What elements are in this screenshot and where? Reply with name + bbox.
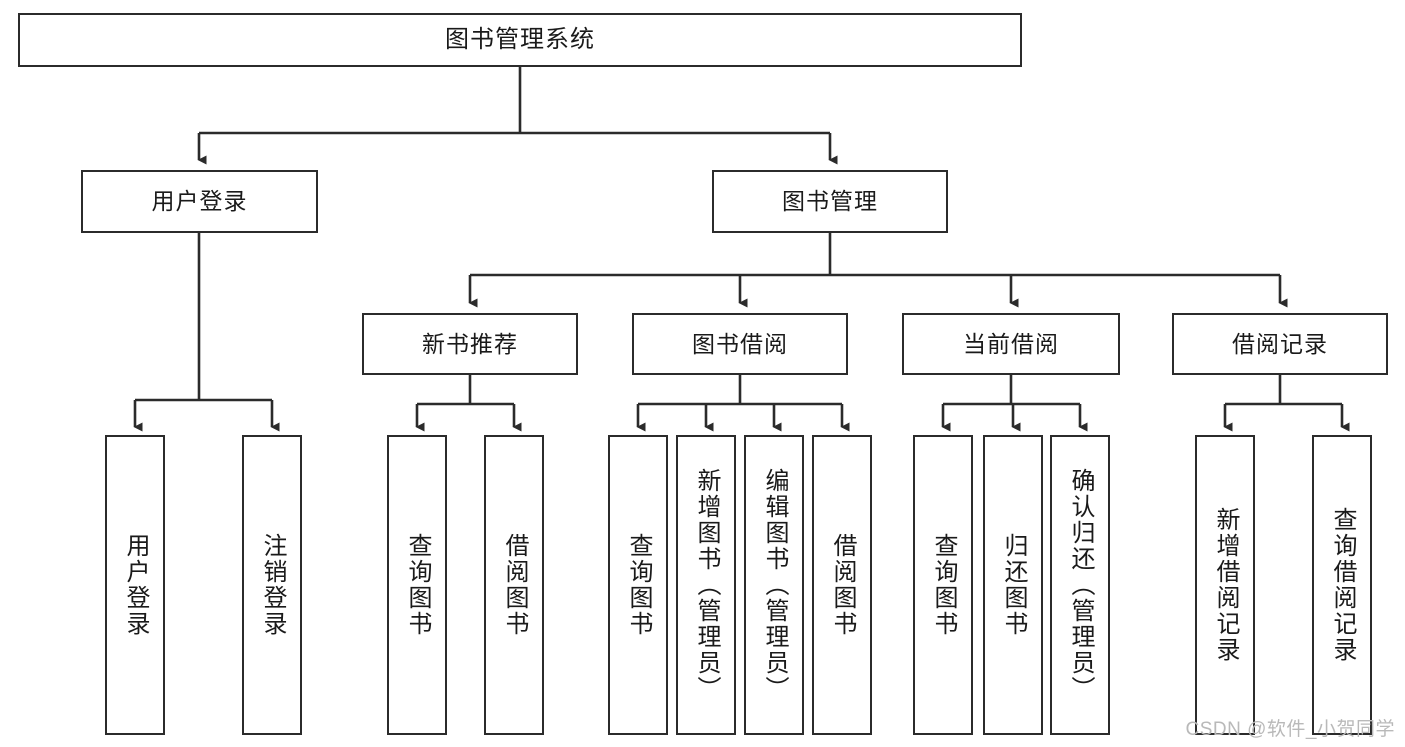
leaf-current-borrow-confirm-return-admin[interactable]: 确认归还（管理员） xyxy=(1050,435,1110,735)
node-label: 新增图书（管理员） xyxy=(693,468,720,702)
node-root-book-management-system[interactable]: 图书管理系统 xyxy=(18,13,1022,67)
node-label: 新增借阅记录 xyxy=(1212,507,1239,663)
node-label: 图书管理 xyxy=(782,188,878,215)
node-current-borrow[interactable]: 当前借阅 xyxy=(902,313,1120,375)
leaf-book-borrow-edit-book-admin[interactable]: 编辑图书（管理员） xyxy=(744,435,804,735)
node-book-borrow[interactable]: 图书借阅 xyxy=(632,313,848,375)
node-label: 查询借阅记录 xyxy=(1329,507,1356,663)
node-label: 用户登录 xyxy=(122,533,149,637)
leaf-current-borrow-return-book[interactable]: 归还图书 xyxy=(983,435,1043,735)
node-label: 新书推荐 xyxy=(422,330,518,357)
node-label: 借阅图书 xyxy=(501,533,528,637)
leaf-user-login-login[interactable]: 用户登录 xyxy=(105,435,165,735)
csdn-watermark: CSDN @软件_小贺同学 xyxy=(1185,719,1395,740)
node-new-book-recommend[interactable]: 新书推荐 xyxy=(362,313,578,375)
node-label: 图书借阅 xyxy=(692,330,788,357)
node-label: 用户登录 xyxy=(151,188,248,215)
leaf-borrow-record-add-record[interactable]: 新增借阅记录 xyxy=(1195,435,1255,735)
node-book-management[interactable]: 图书管理 xyxy=(712,170,948,233)
node-label: 编辑图书（管理员） xyxy=(761,468,788,702)
leaf-new-book-borrow-book[interactable]: 借阅图书 xyxy=(484,435,544,735)
leaf-book-borrow-borrow-book[interactable]: 借阅图书 xyxy=(812,435,872,735)
leaf-book-borrow-query-book[interactable]: 查询图书 xyxy=(608,435,668,735)
node-borrow-record[interactable]: 借阅记录 xyxy=(1172,313,1388,375)
node-user-login[interactable]: 用户登录 xyxy=(81,170,318,233)
node-label: 归还图书 xyxy=(1000,533,1027,637)
node-label: 借阅记录 xyxy=(1232,330,1328,357)
node-label: 图书管理系统 xyxy=(445,26,595,54)
node-label: 查询图书 xyxy=(404,533,431,637)
node-label: 借阅图书 xyxy=(829,533,856,637)
node-label: 查询图书 xyxy=(930,533,957,637)
node-label: 当前借阅 xyxy=(963,330,1059,357)
leaf-current-borrow-query-book[interactable]: 查询图书 xyxy=(913,435,973,735)
leaf-book-borrow-add-book-admin[interactable]: 新增图书（管理员） xyxy=(676,435,736,735)
node-label: 查询图书 xyxy=(625,533,652,637)
leaf-new-book-query-book[interactable]: 查询图书 xyxy=(387,435,447,735)
leaf-user-login-logout[interactable]: 注销登录 xyxy=(242,435,302,735)
node-label: 注销登录 xyxy=(259,533,286,637)
node-label: 确认归还（管理员） xyxy=(1067,468,1094,702)
leaf-borrow-record-query-record[interactable]: 查询借阅记录 xyxy=(1312,435,1372,735)
